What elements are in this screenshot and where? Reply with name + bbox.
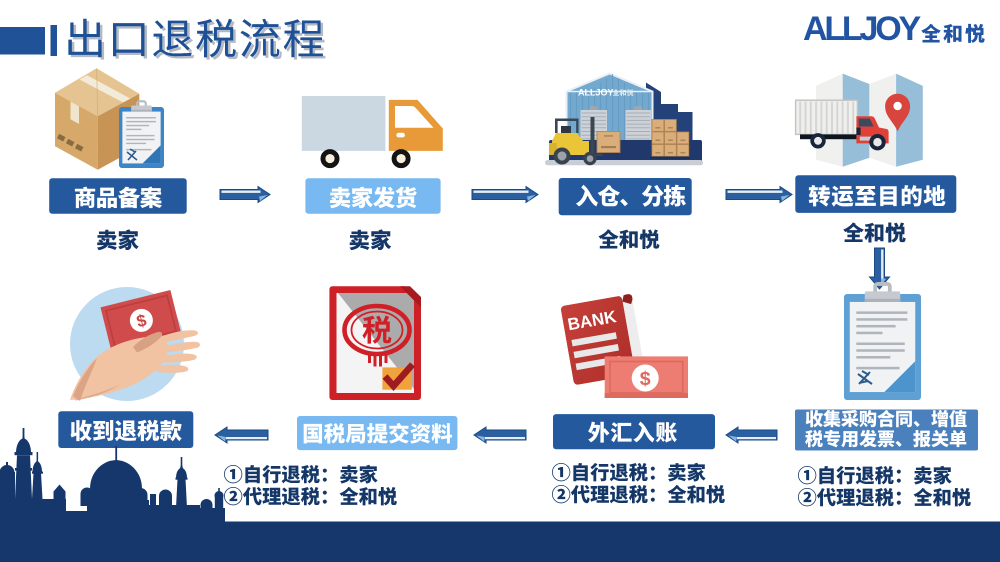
svg-text:$: $ — [640, 368, 651, 390]
svg-text:ALLJOY: ALLJOY — [803, 10, 921, 48]
svg-text:ALLJOY: ALLJOY — [578, 88, 614, 98]
